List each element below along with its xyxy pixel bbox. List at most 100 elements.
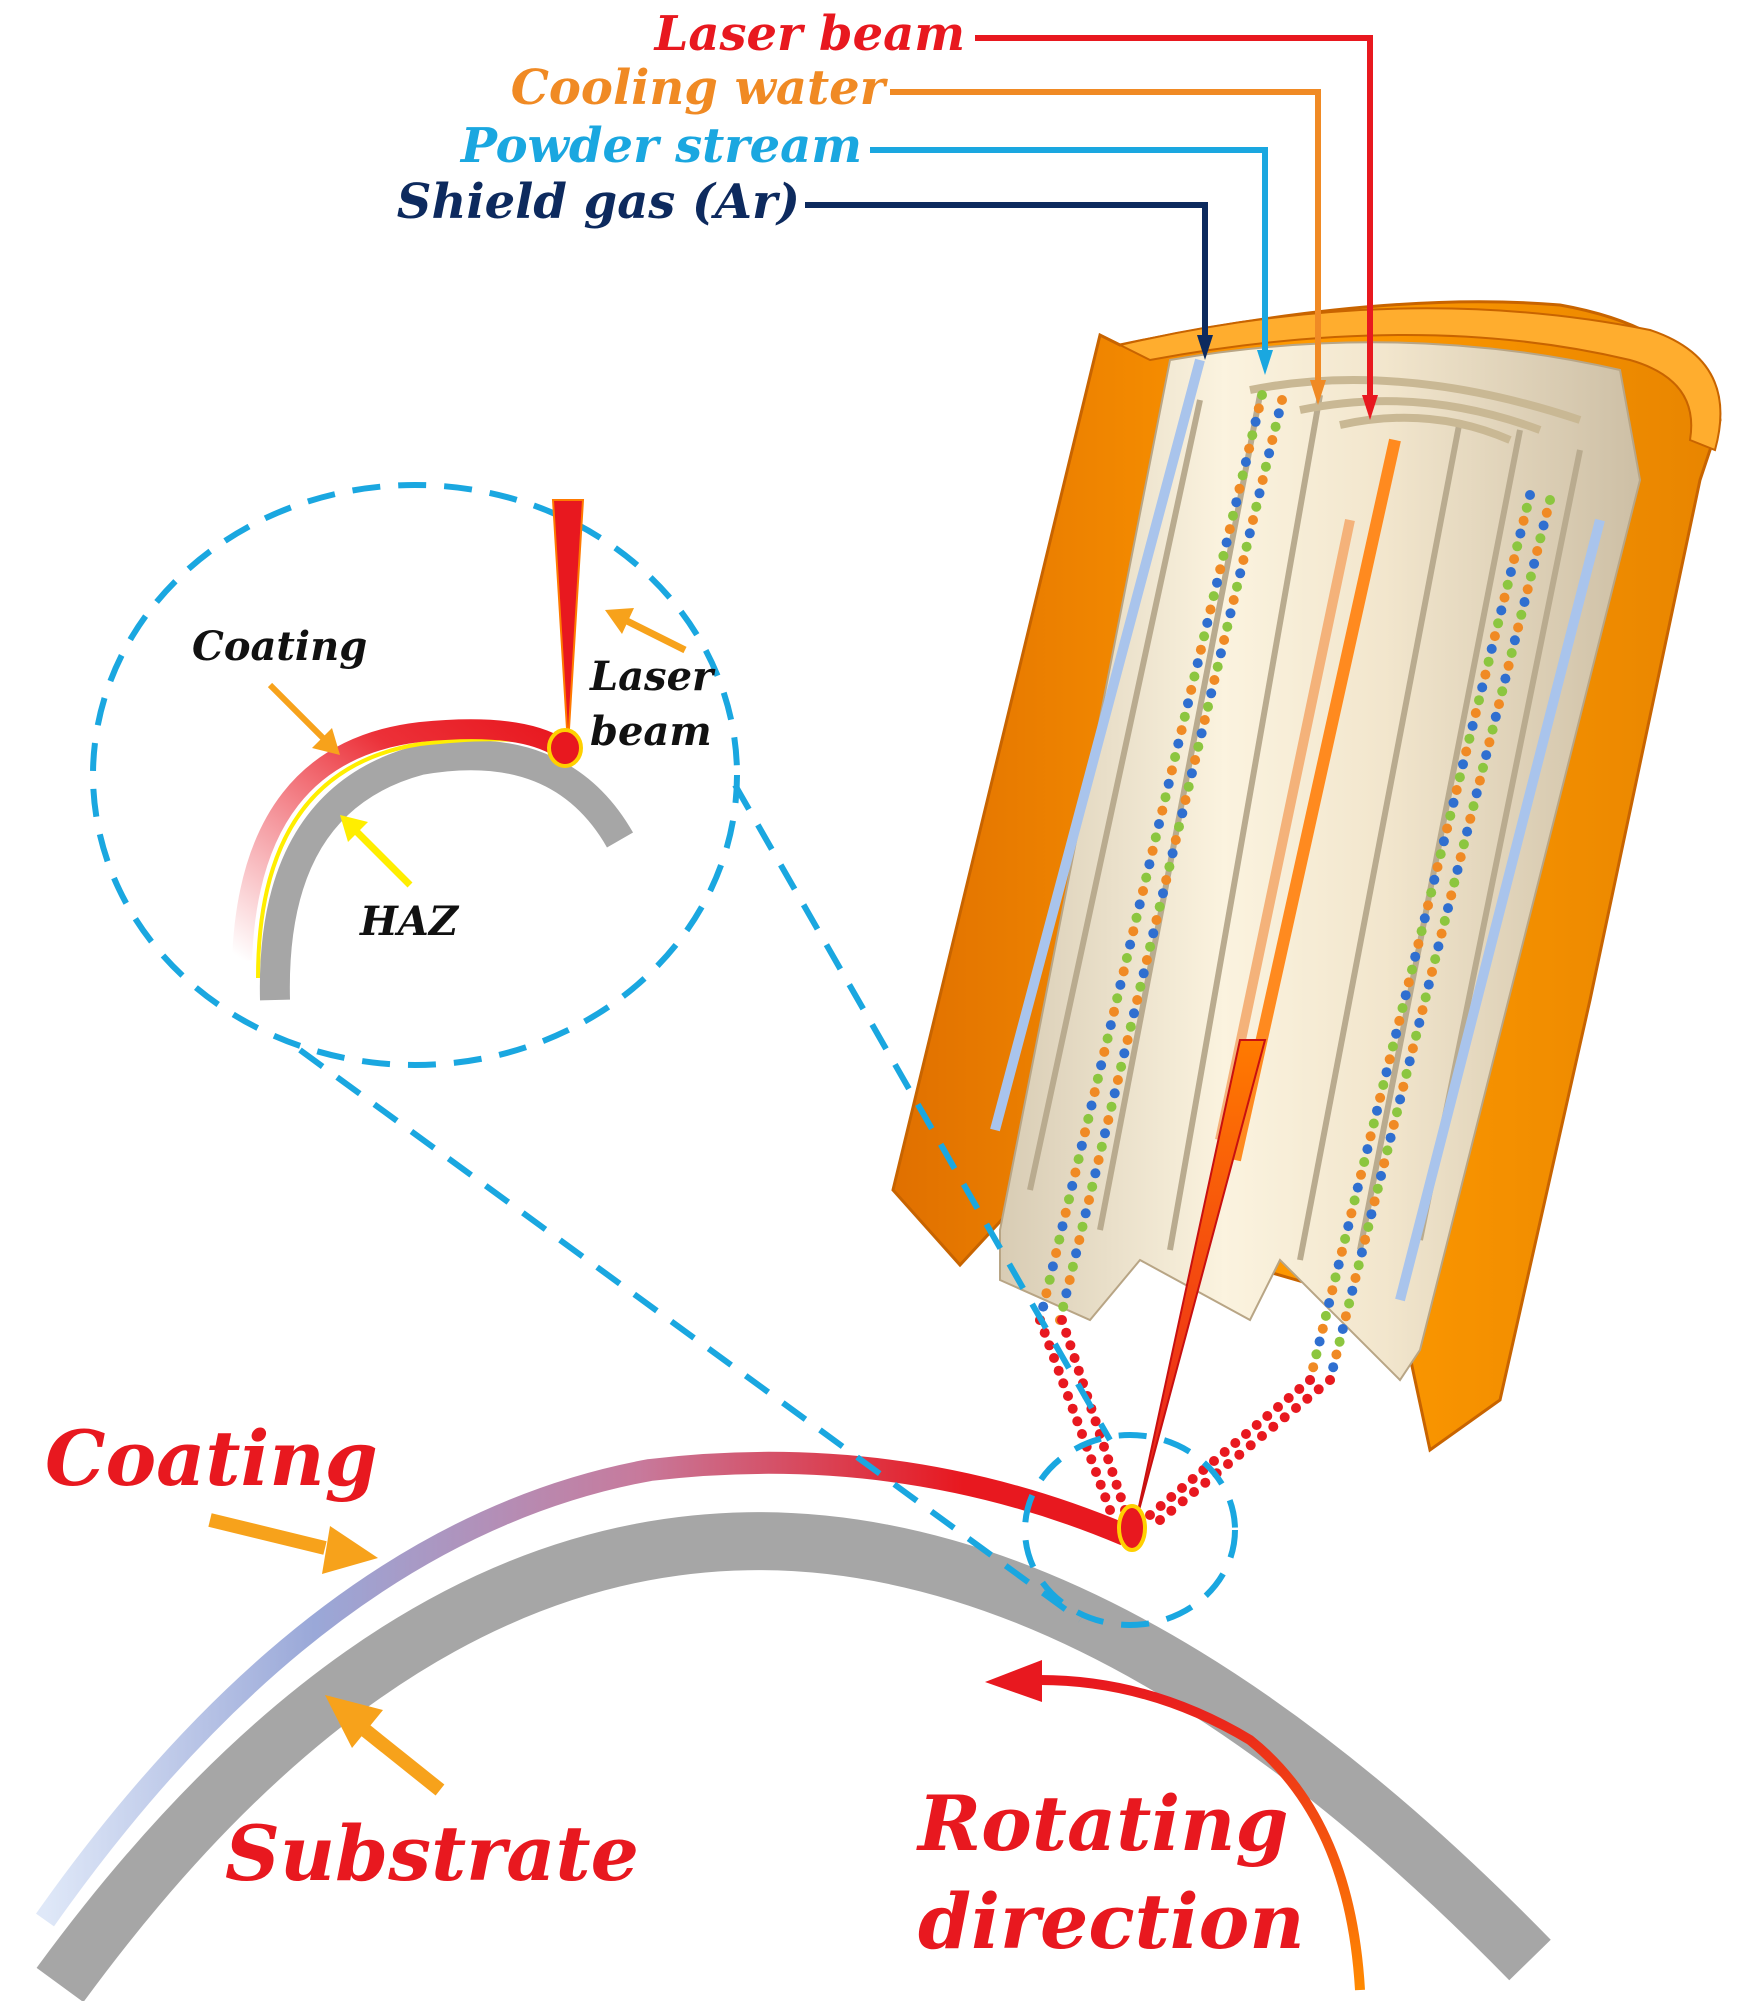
powder-dot [1253, 403, 1264, 414]
powder-dot [1368, 1118, 1379, 1129]
powder-dot [1186, 768, 1197, 779]
powder-dot [1154, 901, 1165, 912]
callout-line-lower [298, 1047, 1082, 1623]
powder-dot [1251, 501, 1262, 512]
powder-dot [1260, 461, 1271, 472]
powder-dot [1041, 1288, 1052, 1299]
powder-dot [1277, 395, 1287, 405]
powder-dot [1461, 746, 1472, 757]
powder-dot [1497, 686, 1508, 697]
powder-dot [1183, 781, 1194, 792]
feed-lines [805, 35, 1378, 420]
powder-dot [1190, 755, 1201, 765]
inset-detail [232, 499, 634, 1001]
powder-dot [1525, 490, 1535, 500]
powder-dot [1038, 1301, 1049, 1312]
powder-dot [1267, 435, 1278, 445]
powder-dot [1474, 775, 1485, 786]
powder-dot [1427, 966, 1437, 977]
powder-dot [1058, 1378, 1069, 1389]
powder-dot [1228, 510, 1238, 521]
powder-dot [1499, 592, 1510, 603]
powder-dot [1150, 832, 1161, 843]
powder-dot [1206, 688, 1217, 699]
powder-dot [1317, 1323, 1328, 1334]
powder-dot [1248, 515, 1258, 525]
inset-substrate-arc [259, 740, 634, 1001]
powder-dot [1077, 1221, 1088, 1232]
powder-dot [1336, 1246, 1347, 1257]
powder-dot [1273, 408, 1284, 419]
powder-dot [1283, 1393, 1294, 1403]
nozzle-top-ring [1117, 307, 1722, 452]
powder-dot [1129, 1008, 1139, 1019]
powder-dot [1379, 1158, 1390, 1169]
nozzle-inner-rims [1249, 376, 1582, 444]
powder-dot [1093, 1155, 1104, 1165]
powder-dot [1051, 1248, 1062, 1258]
powder-dot [1334, 1336, 1345, 1347]
powder-dot [1541, 507, 1552, 518]
powder-dot [1065, 1340, 1076, 1351]
focus-dashed-circle [1022, 1432, 1238, 1628]
powder-dot [1092, 1073, 1103, 1084]
powder-dot [1219, 1447, 1230, 1457]
powder-dot [1049, 1353, 1059, 1363]
powder-dot [1458, 839, 1469, 850]
powder-dot [1400, 990, 1411, 1001]
powder-dot [1154, 819, 1164, 829]
laser-beam-feed-line [975, 35, 1373, 400]
powder-dot [1235, 568, 1246, 579]
substrate-arc [36, 1512, 1551, 2001]
powder-dot [1413, 938, 1424, 949]
powder-dot [1403, 977, 1414, 988]
powder-dot [1121, 953, 1132, 963]
powder-dot [1445, 810, 1456, 821]
powder-dot [1436, 928, 1447, 939]
powder-dot [1451, 785, 1462, 795]
powder-dot [1096, 1060, 1107, 1071]
powder-dot [1381, 1067, 1392, 1078]
powder-dot [1166, 1505, 1177, 1516]
powder-dot [1462, 826, 1473, 837]
powder-dot [1105, 1505, 1115, 1515]
melt-pool [1117, 1504, 1147, 1552]
powder-dot [1112, 1075, 1123, 1085]
laser-beam-core [1134, 1039, 1267, 1526]
powder-dot [1446, 890, 1457, 901]
powder-dot [1331, 1349, 1342, 1360]
powder-dot [1356, 1247, 1367, 1258]
powder-dot [1429, 874, 1440, 885]
powder-dot [1166, 1492, 1177, 1502]
powder-dot [1515, 528, 1526, 539]
powder-dot [1240, 457, 1251, 467]
powder-dot [1489, 631, 1500, 642]
powder-dot [1141, 872, 1152, 883]
powder-dot [1102, 1033, 1113, 1044]
powder-dot [1545, 495, 1555, 505]
powder-dot [1247, 430, 1258, 441]
powder-dot [1353, 1260, 1364, 1271]
powder-dot [1521, 502, 1532, 513]
powder-dot [1432, 862, 1443, 872]
powder-dot [1109, 1088, 1120, 1099]
powder-dot [1112, 993, 1123, 1004]
inset-haz-label: HAZ [359, 898, 460, 945]
powder-dot [1103, 1115, 1114, 1125]
powder-dot [1145, 1510, 1155, 1520]
powder-dot [1313, 1384, 1324, 1395]
powder-dot [1245, 1440, 1256, 1451]
powder-dot [1151, 915, 1162, 925]
powder-dot [1167, 848, 1178, 859]
powder-dot [1449, 877, 1460, 888]
laser-feed-arrowhead-icon [1362, 395, 1378, 420]
powder-feed-arrowhead-icon [1257, 350, 1273, 375]
powder-dot [1086, 1454, 1097, 1465]
powder-dot [1401, 1068, 1412, 1079]
powder-dot [1350, 1273, 1361, 1283]
powder-dot [1333, 1259, 1344, 1270]
powder-dot [1414, 1017, 1425, 1028]
powder-dot [1378, 1080, 1389, 1090]
powder-dot [1100, 1128, 1110, 1139]
powder-dot [1464, 733, 1475, 744]
